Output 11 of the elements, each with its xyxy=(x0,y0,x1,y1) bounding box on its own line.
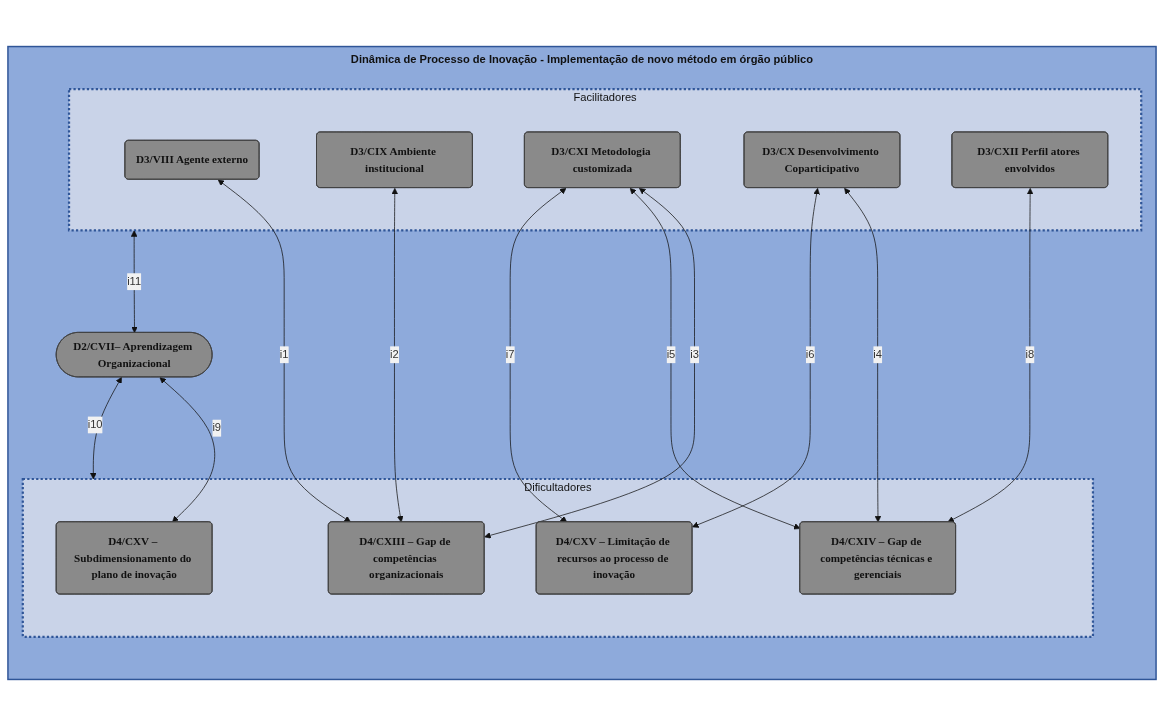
edge-label: i3 xyxy=(690,347,699,361)
edge-label: i6 xyxy=(805,347,815,361)
edge-label: i1 xyxy=(279,347,289,361)
edge-label: i4 xyxy=(873,347,882,361)
edge-label: i10 xyxy=(87,417,103,431)
edge-label: i5 xyxy=(666,347,676,361)
edge-label: i7 xyxy=(505,347,515,361)
edge-label: i9 xyxy=(212,421,222,434)
edge-label: i11 xyxy=(127,274,142,288)
edge-label: i2 xyxy=(390,347,399,361)
edge-label: i8 xyxy=(1025,347,1035,361)
